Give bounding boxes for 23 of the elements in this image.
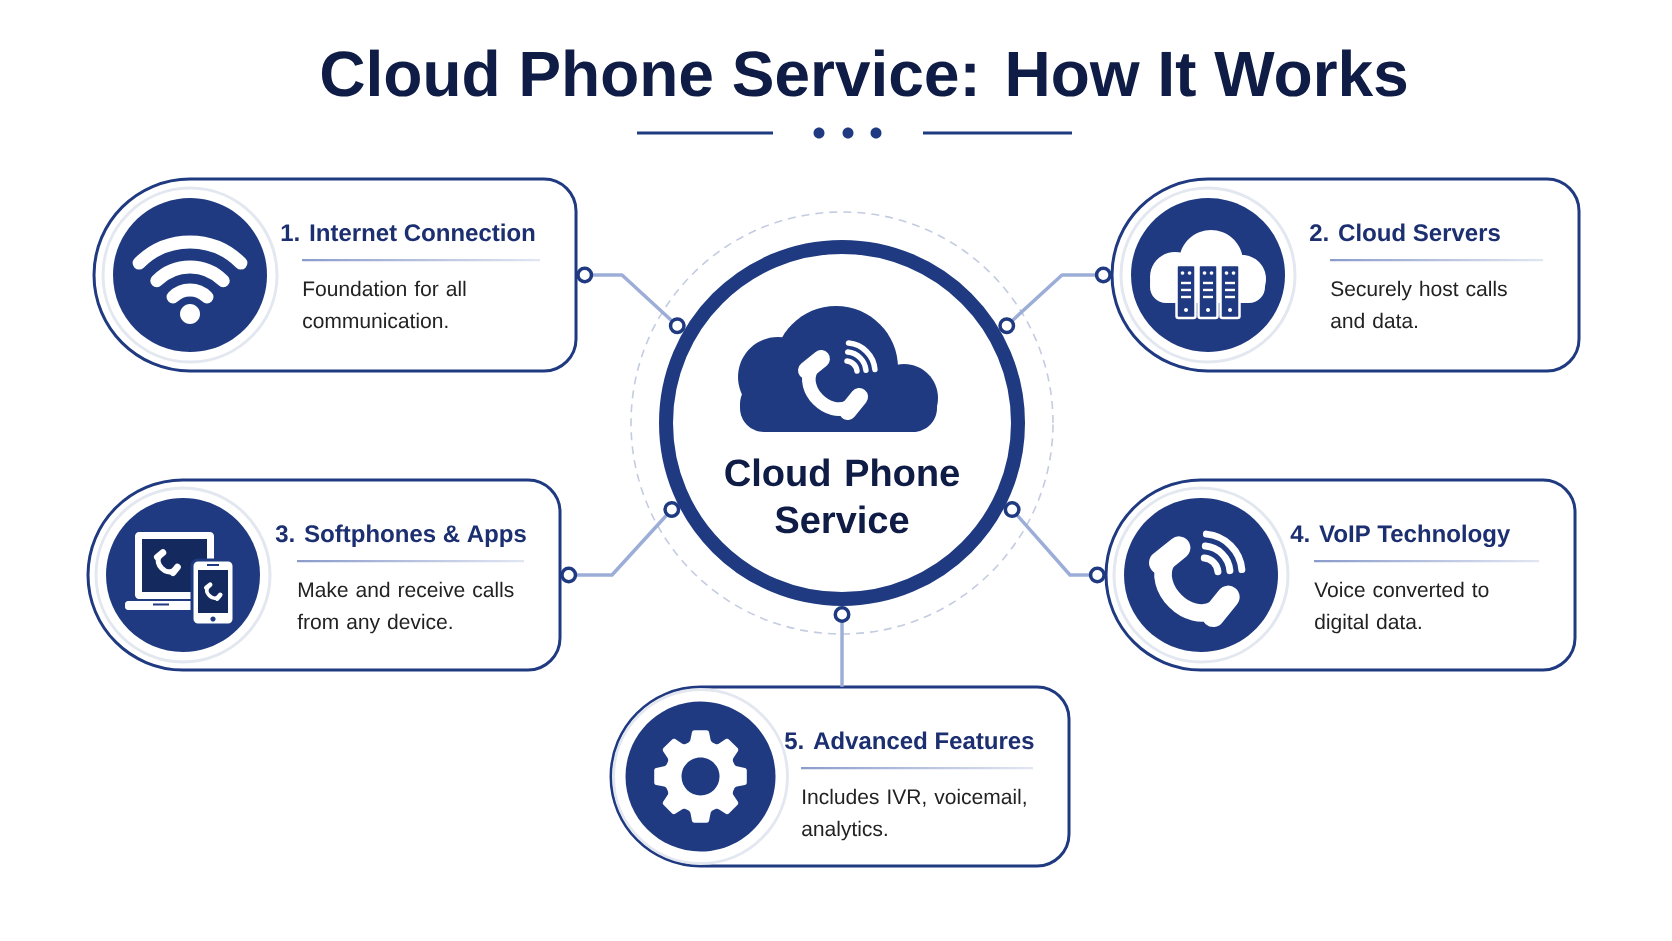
card-title: 1. Internet Connection [281,223,535,242]
step-card [1110,177,1581,373]
card-text: Voice converted to digital data. [1314,581,1489,634]
connector-line [560,501,681,584]
card-title: 4. VoIP Technology [1290,524,1511,548]
card-title: 3. Softphones & Apps [275,524,526,547]
connector-line [998,266,1112,335]
connector-line [576,266,686,335]
title: Cloud Phone Service: How It Works [321,49,1407,97]
step-card [86,478,562,672]
hub-label: Cloud Phone Service [725,458,959,534]
card-text: Foundation for all communication. [303,280,466,329]
card-title: 5. Advanced Features [784,731,1034,750]
card-text: Make and receive calls from any device. [297,581,514,634]
connector-line [1003,501,1106,584]
hub-circle [659,240,1025,606]
card-text: Securely host calls and data. [1331,280,1507,329]
step-card [92,177,578,373]
connector-line [833,606,851,687]
card-text: Includes IVR, voicemail, analytics. [802,788,1026,841]
card-title: 2. Cloud Servers [1310,223,1500,242]
step-card [1104,478,1577,672]
step-card [609,685,1071,868]
